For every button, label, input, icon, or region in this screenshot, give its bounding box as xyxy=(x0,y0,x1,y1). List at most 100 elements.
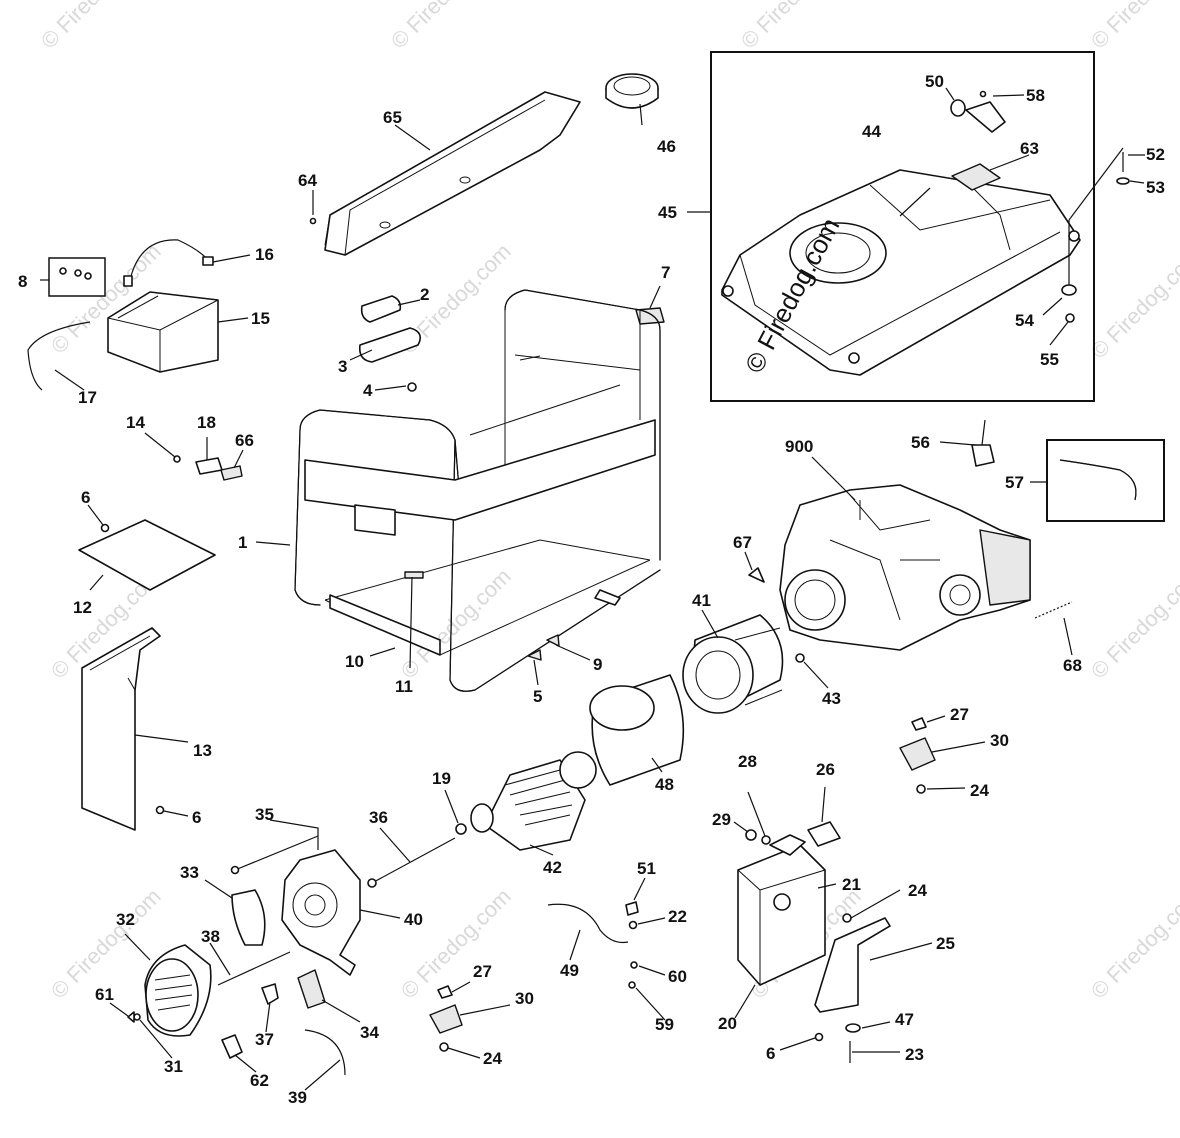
nut-part xyxy=(439,1042,449,1052)
watermark-text: © Firedog.com xyxy=(36,0,156,54)
callout-6: 6 xyxy=(81,488,90,507)
label-part xyxy=(546,634,560,647)
callout-36: 36 xyxy=(369,808,388,827)
callout-25: 25 xyxy=(936,934,955,953)
vent-part xyxy=(950,99,966,117)
rotor-part xyxy=(470,751,597,851)
callout-2: 2 xyxy=(420,285,429,304)
pin-part xyxy=(127,1011,135,1023)
callout-34: 34 xyxy=(360,1023,379,1042)
gasket-part xyxy=(807,821,841,847)
callout-57: 57 xyxy=(1005,473,1024,492)
callout-46: 46 xyxy=(657,137,676,156)
muffler-bracket-part xyxy=(814,917,891,1013)
callout-54: 54 xyxy=(1015,311,1034,330)
breather-hose-part xyxy=(1034,601,1073,619)
callout-52: 52 xyxy=(1146,145,1165,164)
vent-bracket-part xyxy=(965,101,1006,133)
callout-11: 11 xyxy=(395,677,413,696)
watermark-text: © Firedog.com xyxy=(1086,244,1180,364)
washer-part xyxy=(1116,177,1130,185)
callout-22: 22 xyxy=(668,907,687,926)
callout-14: 14 xyxy=(126,413,145,432)
label-part xyxy=(527,649,542,661)
callout-66: 66 xyxy=(235,431,254,450)
callout-40: 40 xyxy=(404,910,423,929)
handle-half-part xyxy=(358,327,421,363)
callout-59: 59 xyxy=(655,1015,674,1034)
key-part xyxy=(748,567,765,583)
callout-5: 5 xyxy=(533,687,542,706)
callout-65: 65 xyxy=(383,108,402,127)
cable-end-part xyxy=(123,275,133,287)
callout-17: 17 xyxy=(78,388,97,407)
grommet-part xyxy=(1061,284,1077,296)
parts-layer xyxy=(27,73,1137,1076)
callout-58: 58 xyxy=(1026,86,1045,105)
callout-15: 15 xyxy=(251,309,270,328)
callout-9: 9 xyxy=(593,655,602,674)
callout-35: 35 xyxy=(255,805,274,824)
hardware-kit-box xyxy=(48,257,106,297)
callout-29: 29 xyxy=(712,810,731,829)
washer-part xyxy=(455,823,467,835)
callout-6: 6 xyxy=(192,808,201,827)
callout-4: 4 xyxy=(363,381,373,400)
callout-62: 62 xyxy=(250,1071,269,1090)
watermark-text: © Firedog.com xyxy=(386,0,506,54)
label-part xyxy=(220,465,243,481)
callout-38: 38 xyxy=(201,927,220,946)
vibration-mount-part xyxy=(899,737,936,771)
leader-lines xyxy=(40,87,1145,1091)
watermark-text: © Firedog.com xyxy=(1086,564,1180,684)
callout-45: 45 xyxy=(658,203,677,222)
callout-24: 24 xyxy=(908,881,927,900)
end-cover-part xyxy=(144,944,212,1037)
watermark-text: © Firedog.com xyxy=(736,0,856,54)
stator-part xyxy=(682,614,784,714)
callout-23: 23 xyxy=(905,1045,924,1064)
screw-part xyxy=(155,805,165,815)
callout-44: 44 xyxy=(862,122,881,141)
cover-plate-part xyxy=(78,519,216,591)
callout-900: 900 xyxy=(785,437,813,456)
callout-30: 30 xyxy=(515,989,534,1008)
muffler-part xyxy=(737,834,826,986)
handle-grip-part xyxy=(360,295,402,323)
callout-19: 19 xyxy=(432,769,451,788)
fuel-cap-part xyxy=(605,73,659,109)
rod-head-part xyxy=(230,865,240,875)
callout-39: 39 xyxy=(288,1088,307,1107)
watermark-text: © Firedog.com xyxy=(396,564,516,684)
callout-37: 37 xyxy=(255,1030,274,1049)
washer-part xyxy=(845,1023,861,1033)
callout-56: 56 xyxy=(911,433,930,452)
callout-60: 60 xyxy=(668,967,687,986)
nut-part xyxy=(628,920,638,930)
callout-68: 68 xyxy=(1063,656,1082,675)
washer-part xyxy=(761,835,771,845)
ground-wire-part xyxy=(547,903,629,944)
nut-part xyxy=(916,784,926,794)
cable-end-part xyxy=(202,256,214,266)
stator-cover-part xyxy=(589,674,685,786)
side-panel-part xyxy=(324,91,581,256)
callout-3: 3 xyxy=(338,357,347,376)
callout-53: 53 xyxy=(1146,178,1165,197)
engine-part xyxy=(779,484,1031,651)
fuel-line-inner xyxy=(1059,459,1137,501)
watermark-text: © Firedog.com xyxy=(1086,884,1180,1004)
circuit-breaker-part xyxy=(221,1034,243,1059)
callout-49: 49 xyxy=(560,961,579,980)
callout-10: 10 xyxy=(345,652,364,671)
screw-part xyxy=(407,382,417,392)
brush-cover-part xyxy=(231,889,266,946)
fuel-tank-part xyxy=(721,169,1081,376)
callout-47: 47 xyxy=(895,1010,914,1029)
callout-24: 24 xyxy=(483,1049,502,1068)
callout-12: 12 xyxy=(73,598,92,617)
side-cover-panel-part xyxy=(81,627,161,831)
callout-55: 55 xyxy=(1040,350,1059,369)
